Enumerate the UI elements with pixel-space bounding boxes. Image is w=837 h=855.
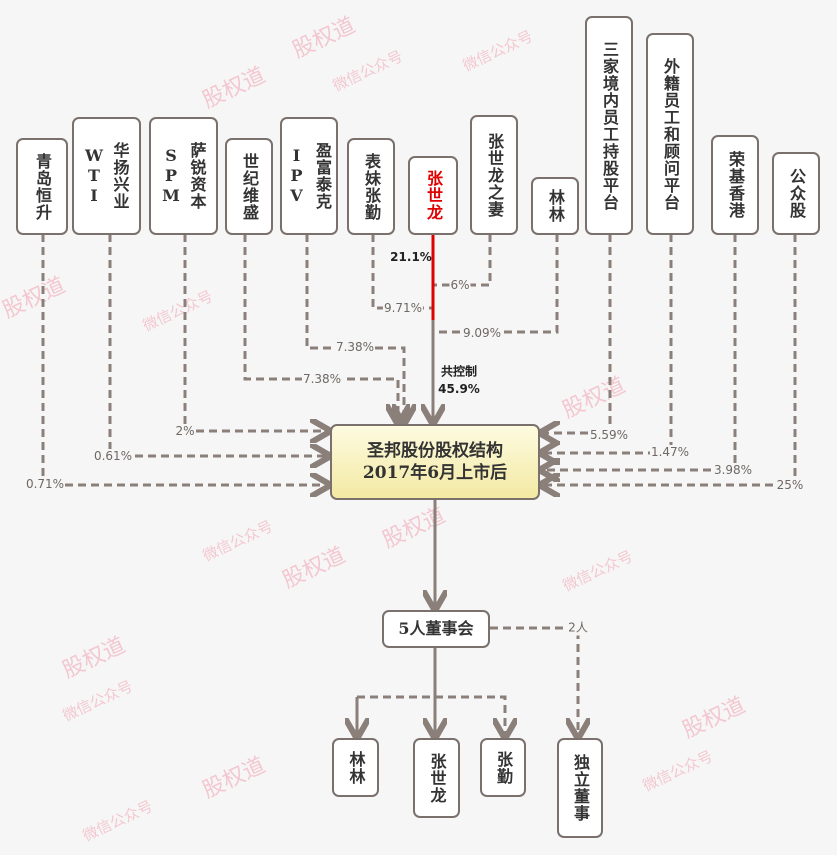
pct-foreign: 1.47% [649,445,691,459]
pct-esop: 5.59% [588,428,630,442]
pct-rongji: 3.98% [712,463,754,477]
edge-shiji [243,234,398,422]
edge-independent [490,626,578,736]
shareholder-rongji: 荣基香港 [711,135,759,235]
shareholder-shiji: 世纪维盛 [225,138,273,235]
director-independent: 独立董事 [557,738,603,838]
director-linlin: 林林 [332,738,379,797]
pct-zhangshilong: 21.1% [390,250,432,264]
shareholder-sarui: 萨锐资本SPM [149,117,218,235]
edge-zhangqin [371,234,432,310]
pct-huayang: 0.61% [92,449,134,463]
pct-zhangqin: 9.71% [382,301,424,315]
pct-wife: 6% [449,278,471,292]
director-zhangshilong: 张世龙 [413,738,460,818]
edge-foreign [542,234,673,453]
edge-linlin [434,234,559,334]
shareholder-public: 公众股 [772,152,820,235]
edge-esop [542,234,612,433]
shareholder-huayang: 华扬兴业WTI [72,117,141,235]
director-zhangqin: 张勤 [480,738,526,797]
pct-shiji: 7.38% [301,372,343,386]
edge-branch [355,695,505,736]
shareholder-yingfu: 盈富泰克IPV [280,117,338,235]
pct-public: 25% [775,478,805,492]
joint-control-label: 共控制 [440,364,478,379]
edge-huayang [108,234,328,456]
independent-count: 2人 [567,618,589,636]
shareholder-zhangshilong: 张世龙 [408,156,458,235]
pct-linlin: 9.09% [461,326,503,340]
shareholder-zhangqin: 表妹张勤 [347,138,395,235]
edge-qingdao [41,234,328,485]
board-box: 5人董事会 [382,610,490,648]
edge-wife [434,234,492,287]
shareholder-linlin: 林林 [531,177,579,235]
company-box: 圣邦股份股权结构 2017年6月上市后 [330,424,540,500]
shareholder-wife: 张世龙之妻 [470,115,518,235]
joint-control-pct: 45.9% [438,382,480,396]
pct-yingfu: 7.38% [334,340,376,354]
edge-rongji [542,234,737,470]
shareholder-qingdao: 青岛恒升 [16,138,68,235]
company-title: 圣邦股份股权结构 [367,441,503,461]
pct-sarui: 2% [174,424,196,438]
shareholder-foreign: 外籍员工和顾问平台 [646,33,694,235]
company-subtitle: 2017年6月上市后 [362,463,508,483]
shareholder-esop: 三家境内员工持股平台 [585,16,633,235]
pct-qingdao: 0.71% [24,477,66,491]
